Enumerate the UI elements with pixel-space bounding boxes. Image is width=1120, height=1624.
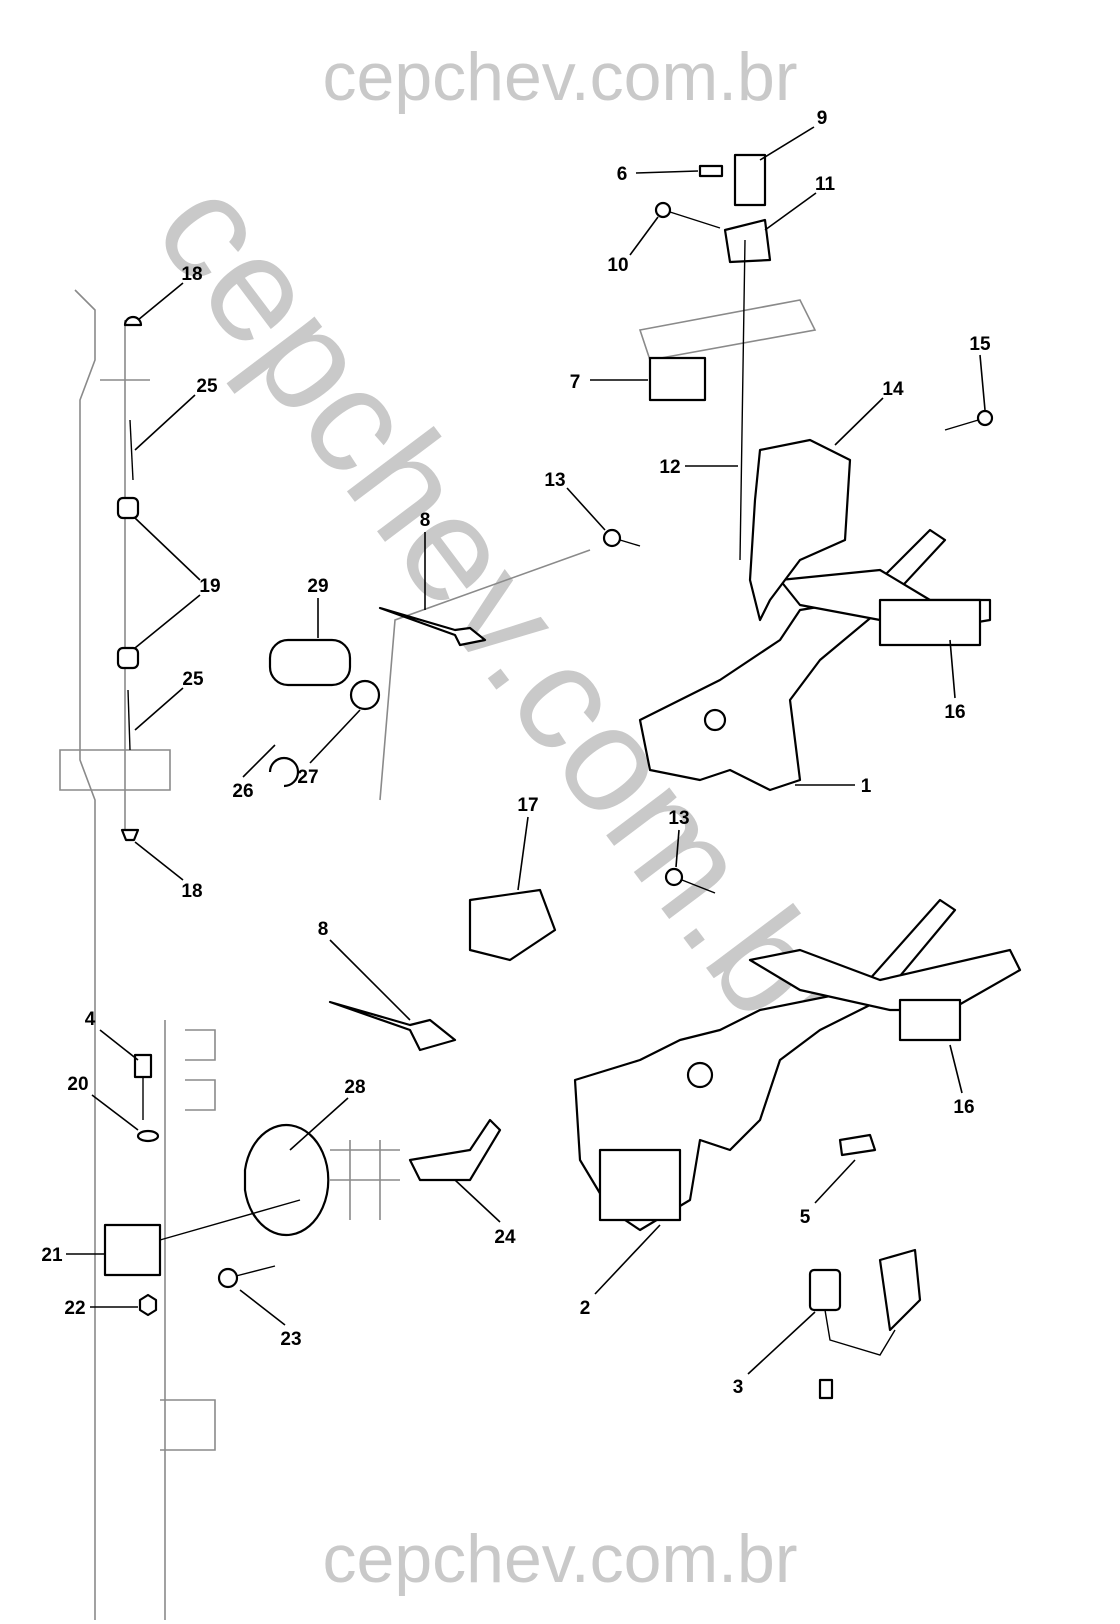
callout-29: 29 — [307, 576, 328, 597]
callout-22: 22 — [64, 1298, 85, 1319]
callout-8b: 8 — [318, 919, 329, 940]
callout-13b: 13 — [668, 808, 689, 829]
callout-1: 1 — [861, 776, 872, 797]
callout-labels: 9 6 11 10 15 7 14 12 13 8 29 16 1 26 27 … — [41, 108, 991, 1398]
callout-24: 24 — [494, 1227, 516, 1248]
callout-25b: 25 — [182, 669, 204, 690]
callout-16b: 16 — [953, 1097, 974, 1118]
callout-18: 18 — [181, 264, 202, 285]
callout-21: 21 — [41, 1245, 63, 1266]
callout-12: 12 — [659, 457, 680, 478]
callout-5: 5 — [800, 1207, 811, 1228]
lower-window-regulator — [573, 898, 1022, 1232]
leader-lines — [66, 126, 986, 1375]
callout-2: 2 — [580, 1298, 591, 1319]
callout-10: 10 — [607, 255, 628, 276]
callout-11: 11 — [815, 174, 836, 195]
callout-23: 23 — [280, 1329, 301, 1350]
small-parts — [103, 153, 994, 1400]
callout-19: 19 — [199, 576, 220, 597]
callout-7: 7 — [570, 372, 581, 393]
upper-window-regulator — [638, 438, 992, 792]
callout-3: 3 — [733, 1377, 744, 1398]
callout-28: 28 — [344, 1077, 365, 1098]
callout-27: 27 — [297, 767, 318, 788]
callout-15: 15 — [969, 334, 991, 355]
callout-25: 25 — [196, 376, 218, 397]
callout-4: 4 — [85, 1009, 96, 1030]
callout-14: 14 — [882, 379, 904, 400]
door-frame-outline — [59, 289, 817, 1620]
callout-6: 6 — [617, 164, 628, 185]
callout-18b: 18 — [181, 881, 202, 902]
callout-8: 8 — [420, 510, 431, 531]
callout-16: 16 — [944, 702, 965, 723]
callout-17: 17 — [517, 795, 538, 816]
watermark-top: cepchev.com.br — [323, 39, 798, 115]
callout-20: 20 — [67, 1074, 88, 1095]
callout-26: 26 — [232, 781, 253, 802]
callout-9: 9 — [817, 108, 828, 129]
callout-13: 13 — [544, 470, 565, 491]
watermark-bottom: cepchev.com.br — [323, 1521, 798, 1597]
